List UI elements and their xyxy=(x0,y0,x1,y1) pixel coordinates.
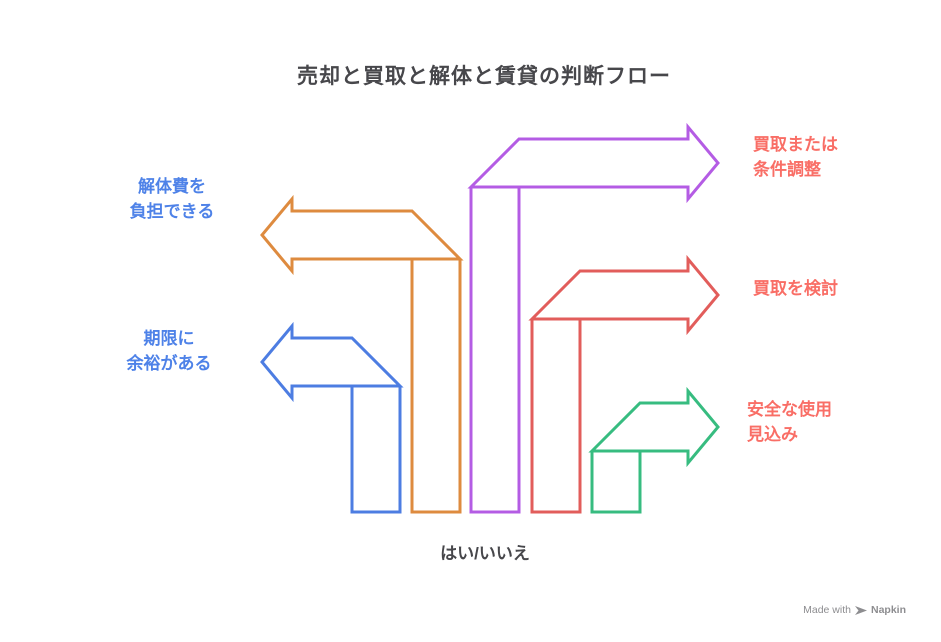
label-deadline-flexibility: 期限に余裕がある xyxy=(127,326,212,376)
yes-no-axis-label: はい/いいえ xyxy=(440,544,530,563)
watermark-made-with: Made with xyxy=(803,604,851,616)
arrow-consider-buyback xyxy=(528,254,720,514)
label-consider-buyback: 買取を検討 xyxy=(753,276,838,301)
label-line: 買取または xyxy=(753,135,838,154)
napkin-paper-plane-icon xyxy=(854,605,867,615)
label-line: 期限に xyxy=(143,329,195,348)
watermark-brand: Napkin xyxy=(870,604,906,616)
label-line: 買取を検討 xyxy=(753,279,838,298)
label-line: 条件調整 xyxy=(753,160,821,179)
label-safe-use-prospect: 安全な使用見込み xyxy=(747,397,832,447)
label-demolition-cost: 解体費を負担できる xyxy=(130,174,215,224)
label-line: 負担できる xyxy=(129,202,215,221)
label-buyback-or-negotiate: 買取または条件調整 xyxy=(753,132,838,182)
label-line: 解体費を xyxy=(137,177,206,196)
arrow-demolition-cost xyxy=(260,194,464,514)
arrow-buyback-or-negotiate xyxy=(467,122,720,514)
arrow-deadline-flexibility xyxy=(260,321,404,514)
watermark: Made with Napkin xyxy=(803,604,906,616)
label-line: 余裕がある xyxy=(126,354,212,373)
arrow-safe-use-prospect xyxy=(588,386,720,514)
page-title: 売却と買取と解体と賃貸の判断フロー xyxy=(297,65,671,88)
label-line: 見込み xyxy=(747,425,798,444)
label-line: 安全な使用 xyxy=(747,400,832,419)
